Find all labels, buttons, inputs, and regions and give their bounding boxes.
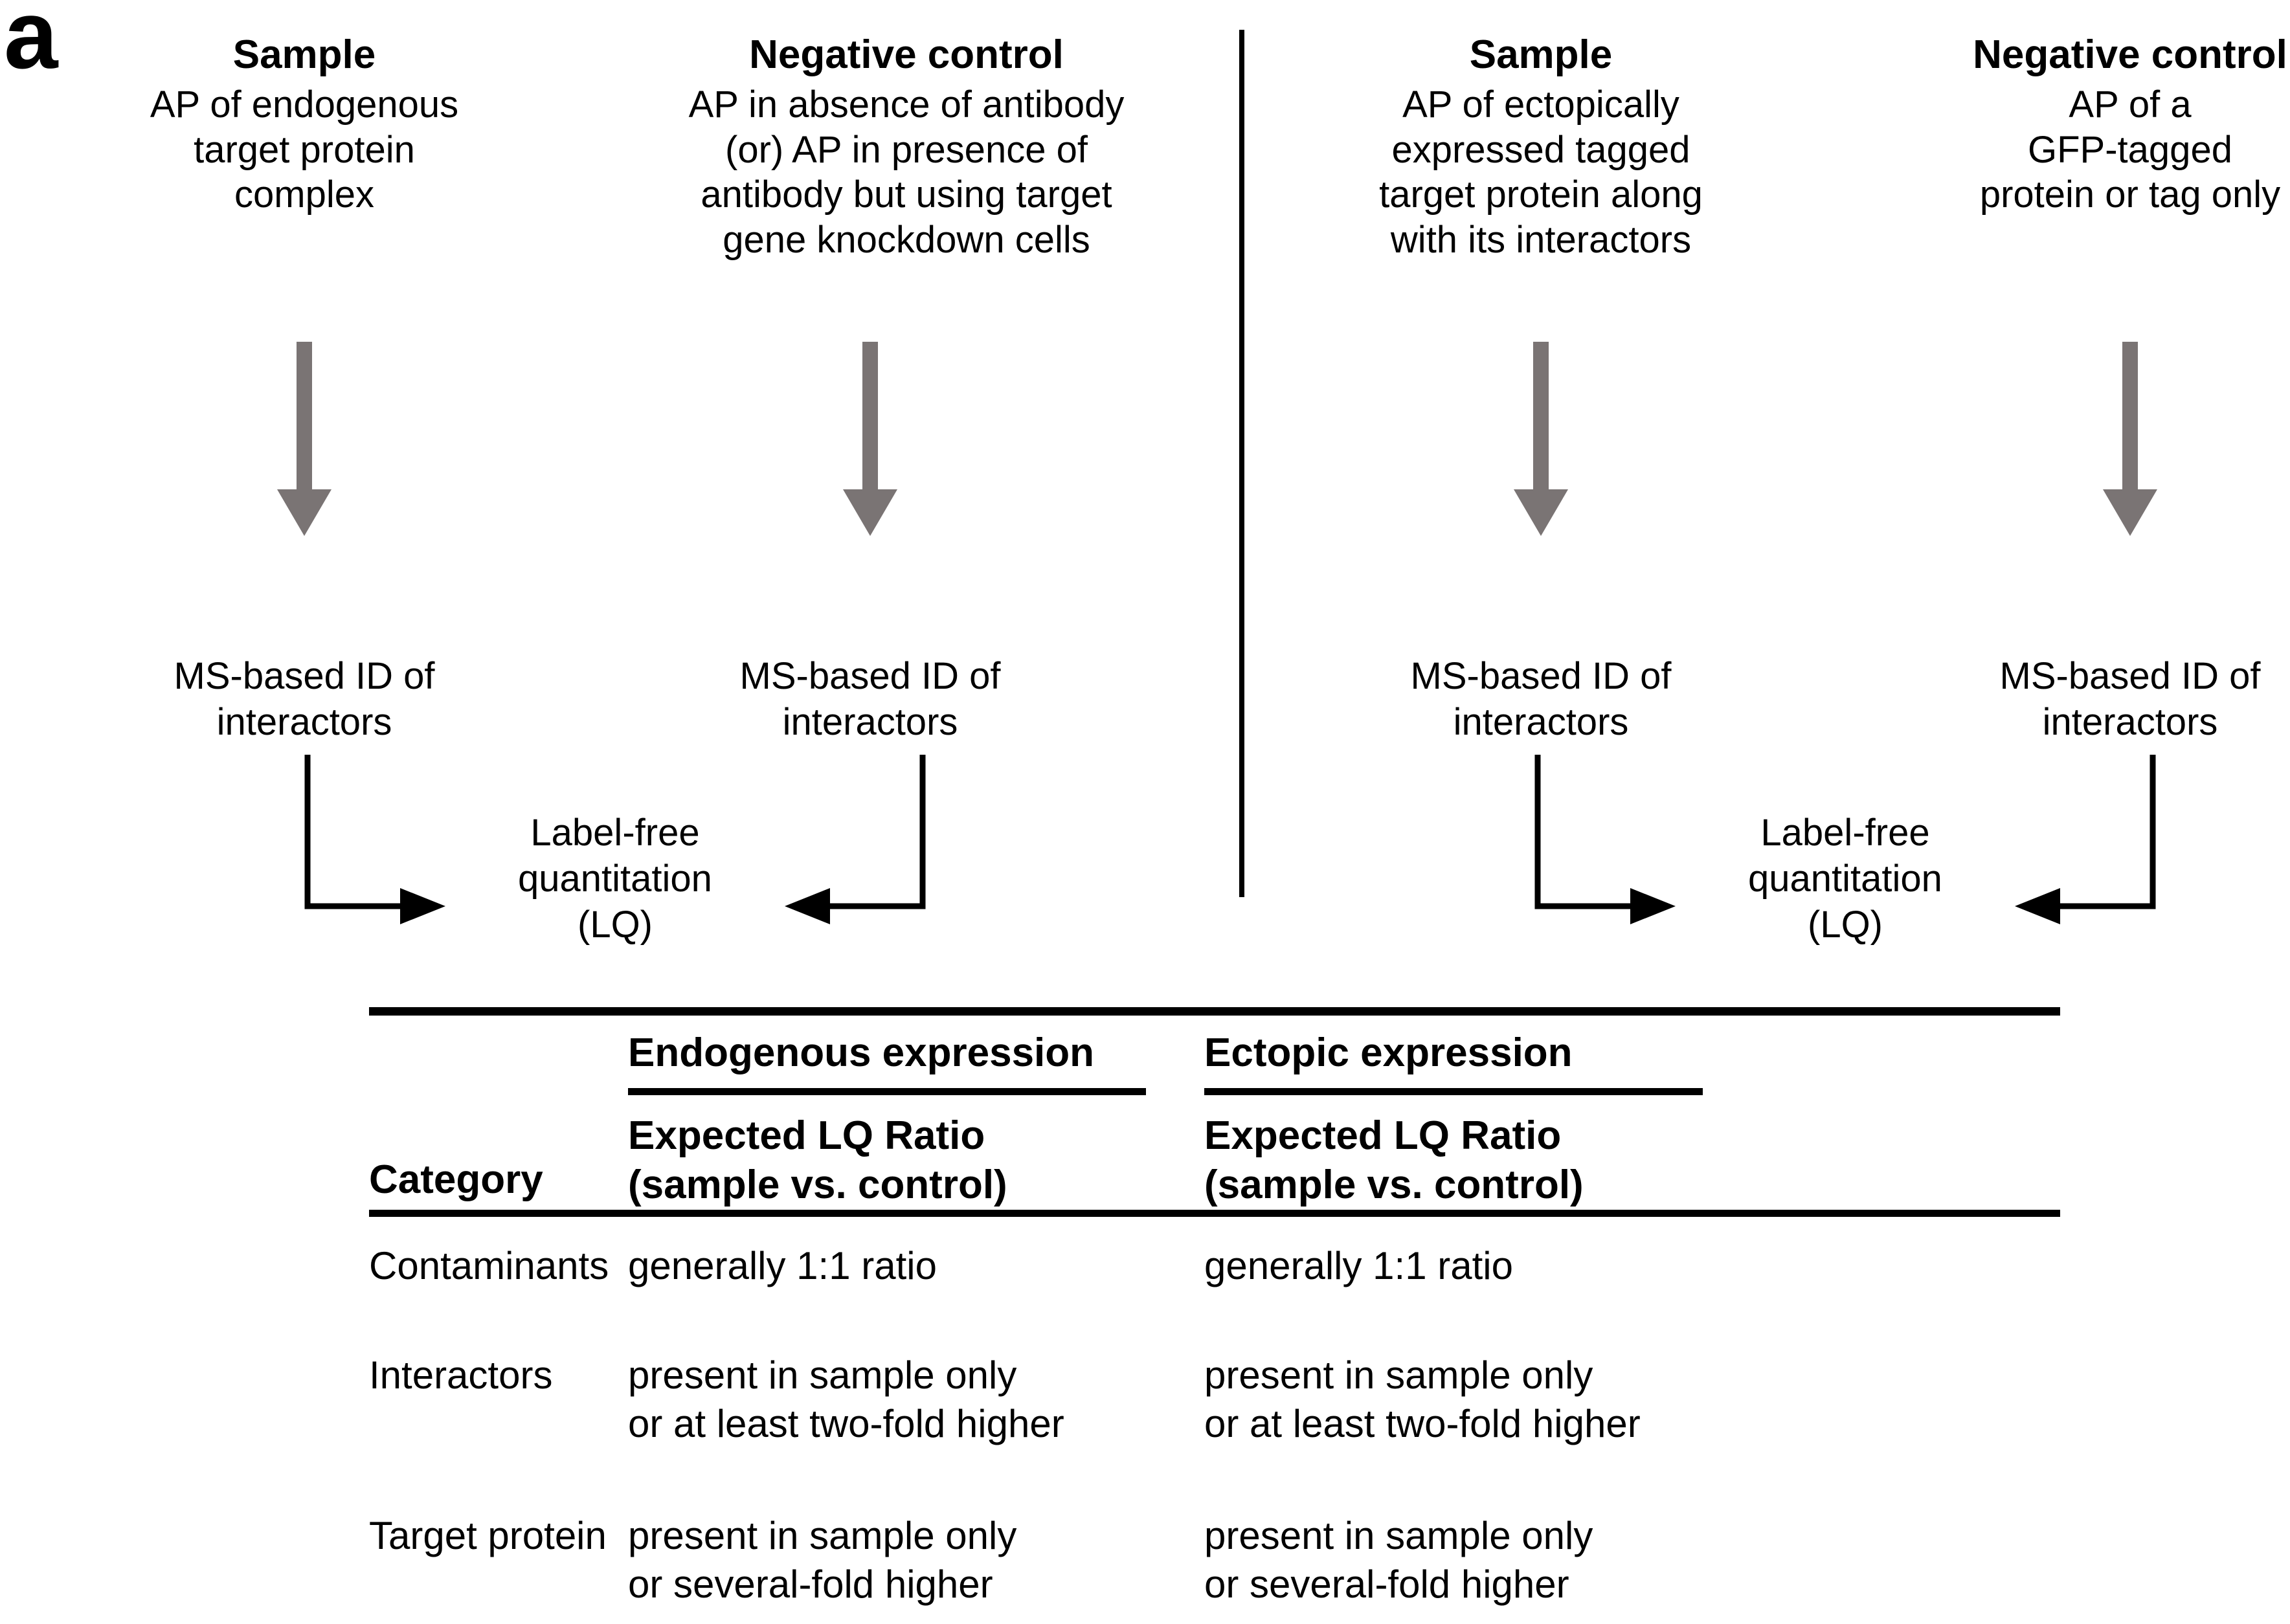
down-arrow-icon [843, 342, 897, 536]
table-top-rule [369, 1007, 2060, 1016]
flow-column-1-title: Sample [232, 32, 376, 77]
table-group-underline-ectopic [1204, 1088, 1703, 1095]
table-header: Endogenous expression Ectopic expression… [369, 1016, 2060, 1210]
table-cell-category: Contaminants [369, 1244, 609, 1287]
down-arrow-icon [277, 342, 331, 536]
table-group-underline-endogenous [628, 1088, 1146, 1095]
table-subheader-ectopic: Expected LQ Ratio(sample vs. control) [1204, 1113, 1584, 1207]
table-cell-category: Interactors [369, 1353, 553, 1397]
down-arrow-icon [1514, 342, 1568, 536]
flow-column-4-title: Negative control [1973, 32, 2287, 77]
table-group-header-ectopic: Ectopic expression [1204, 1030, 1573, 1075]
summary-table: Endogenous expression Ectopic expression… [369, 1007, 2060, 1624]
down-arrow-icon [2103, 342, 2157, 536]
table-row: Contaminants generally 1:1 ratio general… [369, 1217, 2060, 1337]
table-cell-category: Target protein [369, 1514, 607, 1557]
lq-merge-left-arrows [304, 755, 926, 924]
table-subheader-endogenous: Expected LQ Ratio(sample vs. control) [628, 1113, 1007, 1207]
table-cell-ectopic: generally 1:1 ratio [1204, 1244, 1513, 1287]
table-header-category: Category [369, 1157, 543, 1202]
panel-letter: a [4, 0, 58, 89]
flow-column-3-title: Sample [1469, 32, 1613, 77]
table-group-header-endogenous: Endogenous expression [628, 1030, 1095, 1075]
flow-column-2: Negative control AP in absence of antibo… [602, 32, 1211, 262]
lq-merge-right-arrows [1534, 755, 2156, 924]
flow-column-2-title: Negative control [749, 32, 1064, 77]
table-header-rule [369, 1210, 2060, 1217]
table-cell-endogenous: generally 1:1 ratio [628, 1244, 937, 1287]
flow-column-2-description: AP in absence of antibody(or) AP in pres… [688, 83, 1125, 261]
panel-divider [1239, 30, 1244, 897]
